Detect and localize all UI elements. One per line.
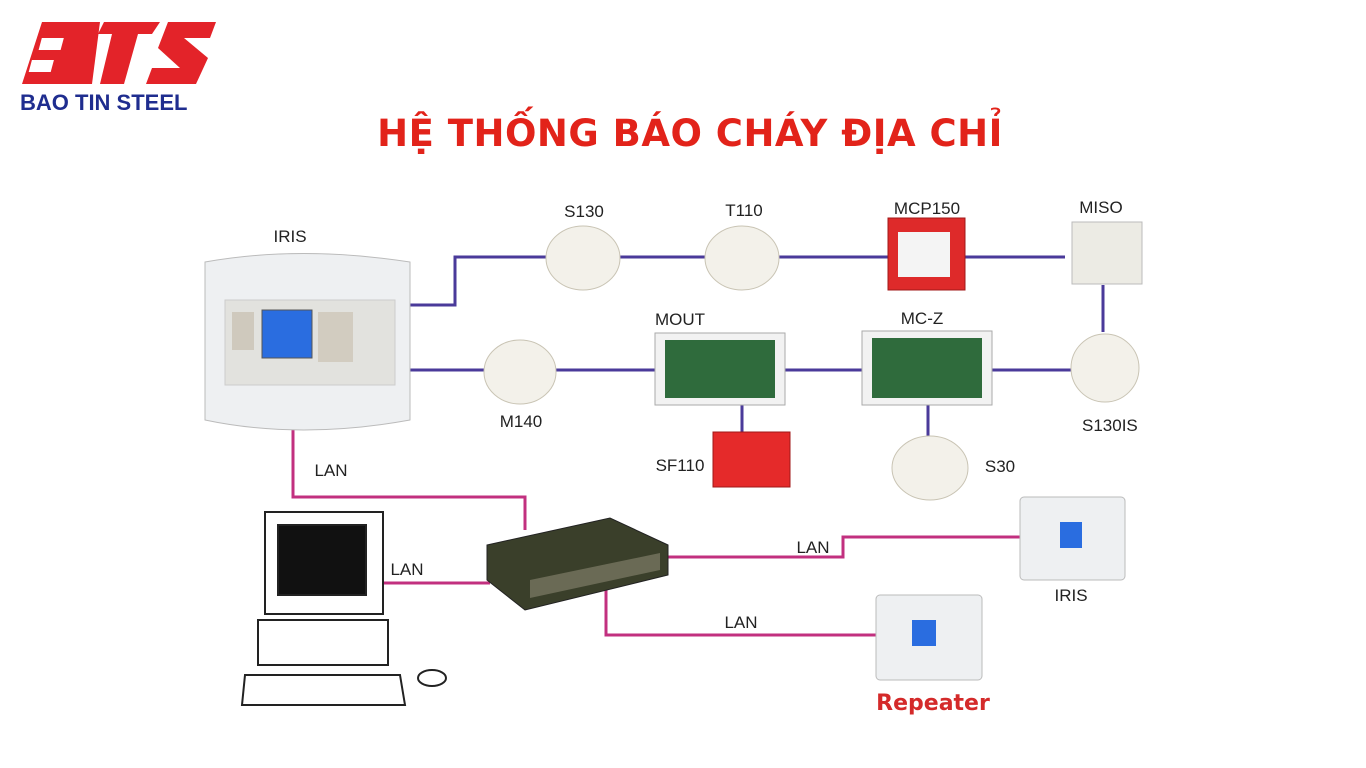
label-lan-repeater: LAN [724, 613, 758, 632]
label-repeater: Repeater [876, 691, 990, 716]
label-lan-panel: LAN [314, 461, 348, 480]
label-miso: MISO [1079, 198, 1123, 217]
miso-module [1071, 221, 1143, 285]
label-mcp150: MCP150 [893, 199, 961, 218]
label-s130is: S130IS [1082, 416, 1138, 435]
label-sf110: SF110 [655, 456, 705, 475]
page-title: HỆ THỐNG BÁO CHÁY ĐỊA CHỈ [377, 112, 1003, 155]
network-switch [486, 517, 669, 611]
iris-panel-main [204, 253, 411, 431]
bts-logo [22, 22, 216, 84]
lan-wiring [291, 415, 1022, 637]
label-mout: MOUT [654, 310, 706, 329]
mcp150-call-point [887, 217, 966, 291]
repeater-panel [875, 594, 983, 681]
iris-panel-remote [1019, 496, 1126, 581]
label-t110: T110 [725, 201, 763, 220]
sf110-sounder [712, 431, 791, 488]
label-s30: S30 [984, 457, 1016, 476]
label-mcz: MC-Z [900, 309, 944, 328]
label-iris-main: IRIS [273, 227, 307, 246]
label-s130: S130 [564, 202, 604, 221]
detectors [483, 225, 1140, 501]
label-lan-iris: LAN [796, 538, 830, 557]
io-modules [654, 330, 993, 406]
label-iris-remote: IRIS [1054, 586, 1088, 605]
computer-workstation [240, 511, 447, 706]
label-m140: M140 [499, 412, 543, 431]
logo-text: BAO TIN STEEL [20, 90, 188, 115]
label-lan-computer: LAN [390, 560, 424, 579]
